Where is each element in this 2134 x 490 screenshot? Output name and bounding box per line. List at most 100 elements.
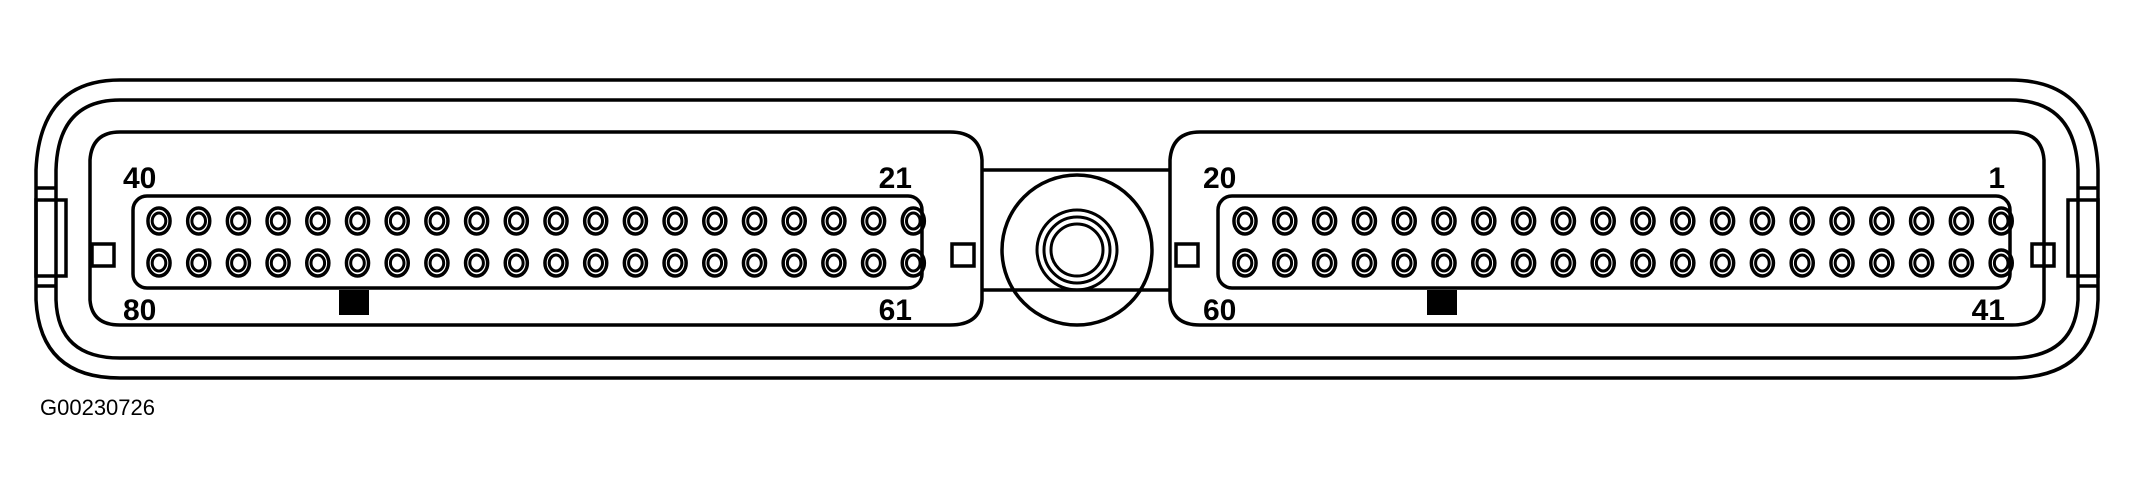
pin-socket (1550, 248, 1577, 278)
pin-socket (746, 211, 763, 231)
pin-socket (428, 211, 446, 231)
pin-socket (1351, 248, 1378, 278)
pin-socket (1276, 253, 1294, 273)
pin-socket (865, 253, 882, 273)
pin-socket (1913, 211, 1930, 231)
pin-socket (146, 206, 172, 236)
pin-socket (150, 253, 168, 273)
key-square-left (90, 242, 116, 268)
pin-socket (900, 206, 927, 236)
pin-socket (1351, 206, 1378, 236)
pin-socket (706, 253, 724, 273)
pin-socket (825, 211, 843, 231)
pin-socket (781, 248, 808, 278)
pin-socket (702, 206, 728, 236)
pin-socket (622, 206, 649, 236)
pin-socket (582, 206, 609, 236)
pin-socket (349, 211, 366, 231)
pin-socket (547, 253, 565, 273)
pin-socket (1749, 206, 1776, 236)
pin-socket (860, 248, 887, 278)
right-pin-block (1216, 194, 2012, 290)
pin-socket (785, 211, 803, 231)
pin-socket (821, 248, 847, 278)
pin-socket (587, 211, 605, 231)
pin-socket (1869, 206, 1895, 236)
pin-socket (1630, 248, 1656, 278)
pin-socket (190, 211, 207, 231)
pin-socket (1356, 211, 1373, 231)
pin-socket (1391, 248, 1417, 278)
pin-socket (1515, 253, 1532, 273)
pin-socket (424, 248, 450, 278)
pin-socket (741, 206, 768, 236)
pin-socket (1272, 248, 1298, 278)
pin-socket (1594, 211, 1612, 231)
key-square-center-left (950, 242, 976, 268)
pin-socket (1232, 248, 1258, 278)
pin-socket (1988, 206, 2014, 236)
pin-socket (1510, 248, 1537, 278)
pin-socket (547, 211, 565, 231)
pin-socket (666, 211, 684, 231)
pin-socket (543, 206, 569, 236)
pin-socket (741, 248, 768, 278)
pin-socket (146, 248, 172, 278)
pin-socket (265, 248, 291, 278)
pin-socket (468, 253, 485, 273)
pin-socket (1869, 248, 1895, 278)
pin-socket (508, 253, 525, 273)
pin-socket (860, 206, 887, 236)
pin-socket (1674, 253, 1692, 273)
pin-socket (1789, 206, 1815, 236)
pin-socket (1789, 248, 1815, 278)
pin-socket (900, 248, 927, 278)
pin-socket (1829, 206, 1855, 236)
pin-socket (1590, 248, 1616, 278)
pin-socket (662, 248, 688, 278)
pin-socket (781, 206, 808, 236)
left-latch (34, 198, 68, 278)
pin-label-40: 40 (123, 162, 156, 195)
pin-socket (1590, 206, 1616, 236)
pin-socket (1714, 211, 1731, 231)
pin-socket (1395, 253, 1413, 273)
pin-socket (622, 248, 649, 278)
pin-socket (1391, 206, 1417, 236)
pin-socket (825, 253, 843, 273)
middle-shell (54, 98, 2080, 360)
pin-socket (1948, 248, 1975, 278)
pin-socket (1709, 248, 1736, 278)
pin-socket (1311, 206, 1338, 236)
pin-socket (309, 211, 327, 231)
pin-socket (1311, 248, 1338, 278)
pin-socket (269, 211, 287, 231)
key-square-center-right (1174, 242, 1200, 268)
pin-socket (230, 253, 247, 273)
pin-socket (1435, 253, 1453, 273)
pin-socket (1674, 211, 1692, 231)
pin-socket (1431, 248, 1457, 278)
pin-socket (1594, 253, 1612, 273)
pin-socket (269, 253, 287, 273)
pin-socket (305, 248, 331, 278)
pin-socket (666, 253, 684, 273)
pin-socket (1749, 248, 1776, 278)
pin-socket (190, 253, 207, 273)
pin-socket (627, 253, 644, 273)
pin-socket (225, 206, 252, 236)
pin-label-21: 21 (879, 162, 912, 195)
pin-label-80: 80 (123, 294, 156, 327)
pin-socket (1833, 211, 1851, 231)
pin-socket (349, 253, 366, 273)
pin-socket (1908, 248, 1935, 278)
pin-socket (1670, 206, 1696, 236)
pin-socket (1988, 248, 2014, 278)
pin-label-20: 20 (1203, 162, 1236, 195)
pin-socket (1634, 211, 1652, 231)
pin-socket (1630, 206, 1656, 236)
left-cavity (88, 130, 984, 327)
pin-socket (1475, 211, 1493, 231)
pin-socket (1471, 248, 1497, 278)
pin-socket (265, 206, 291, 236)
